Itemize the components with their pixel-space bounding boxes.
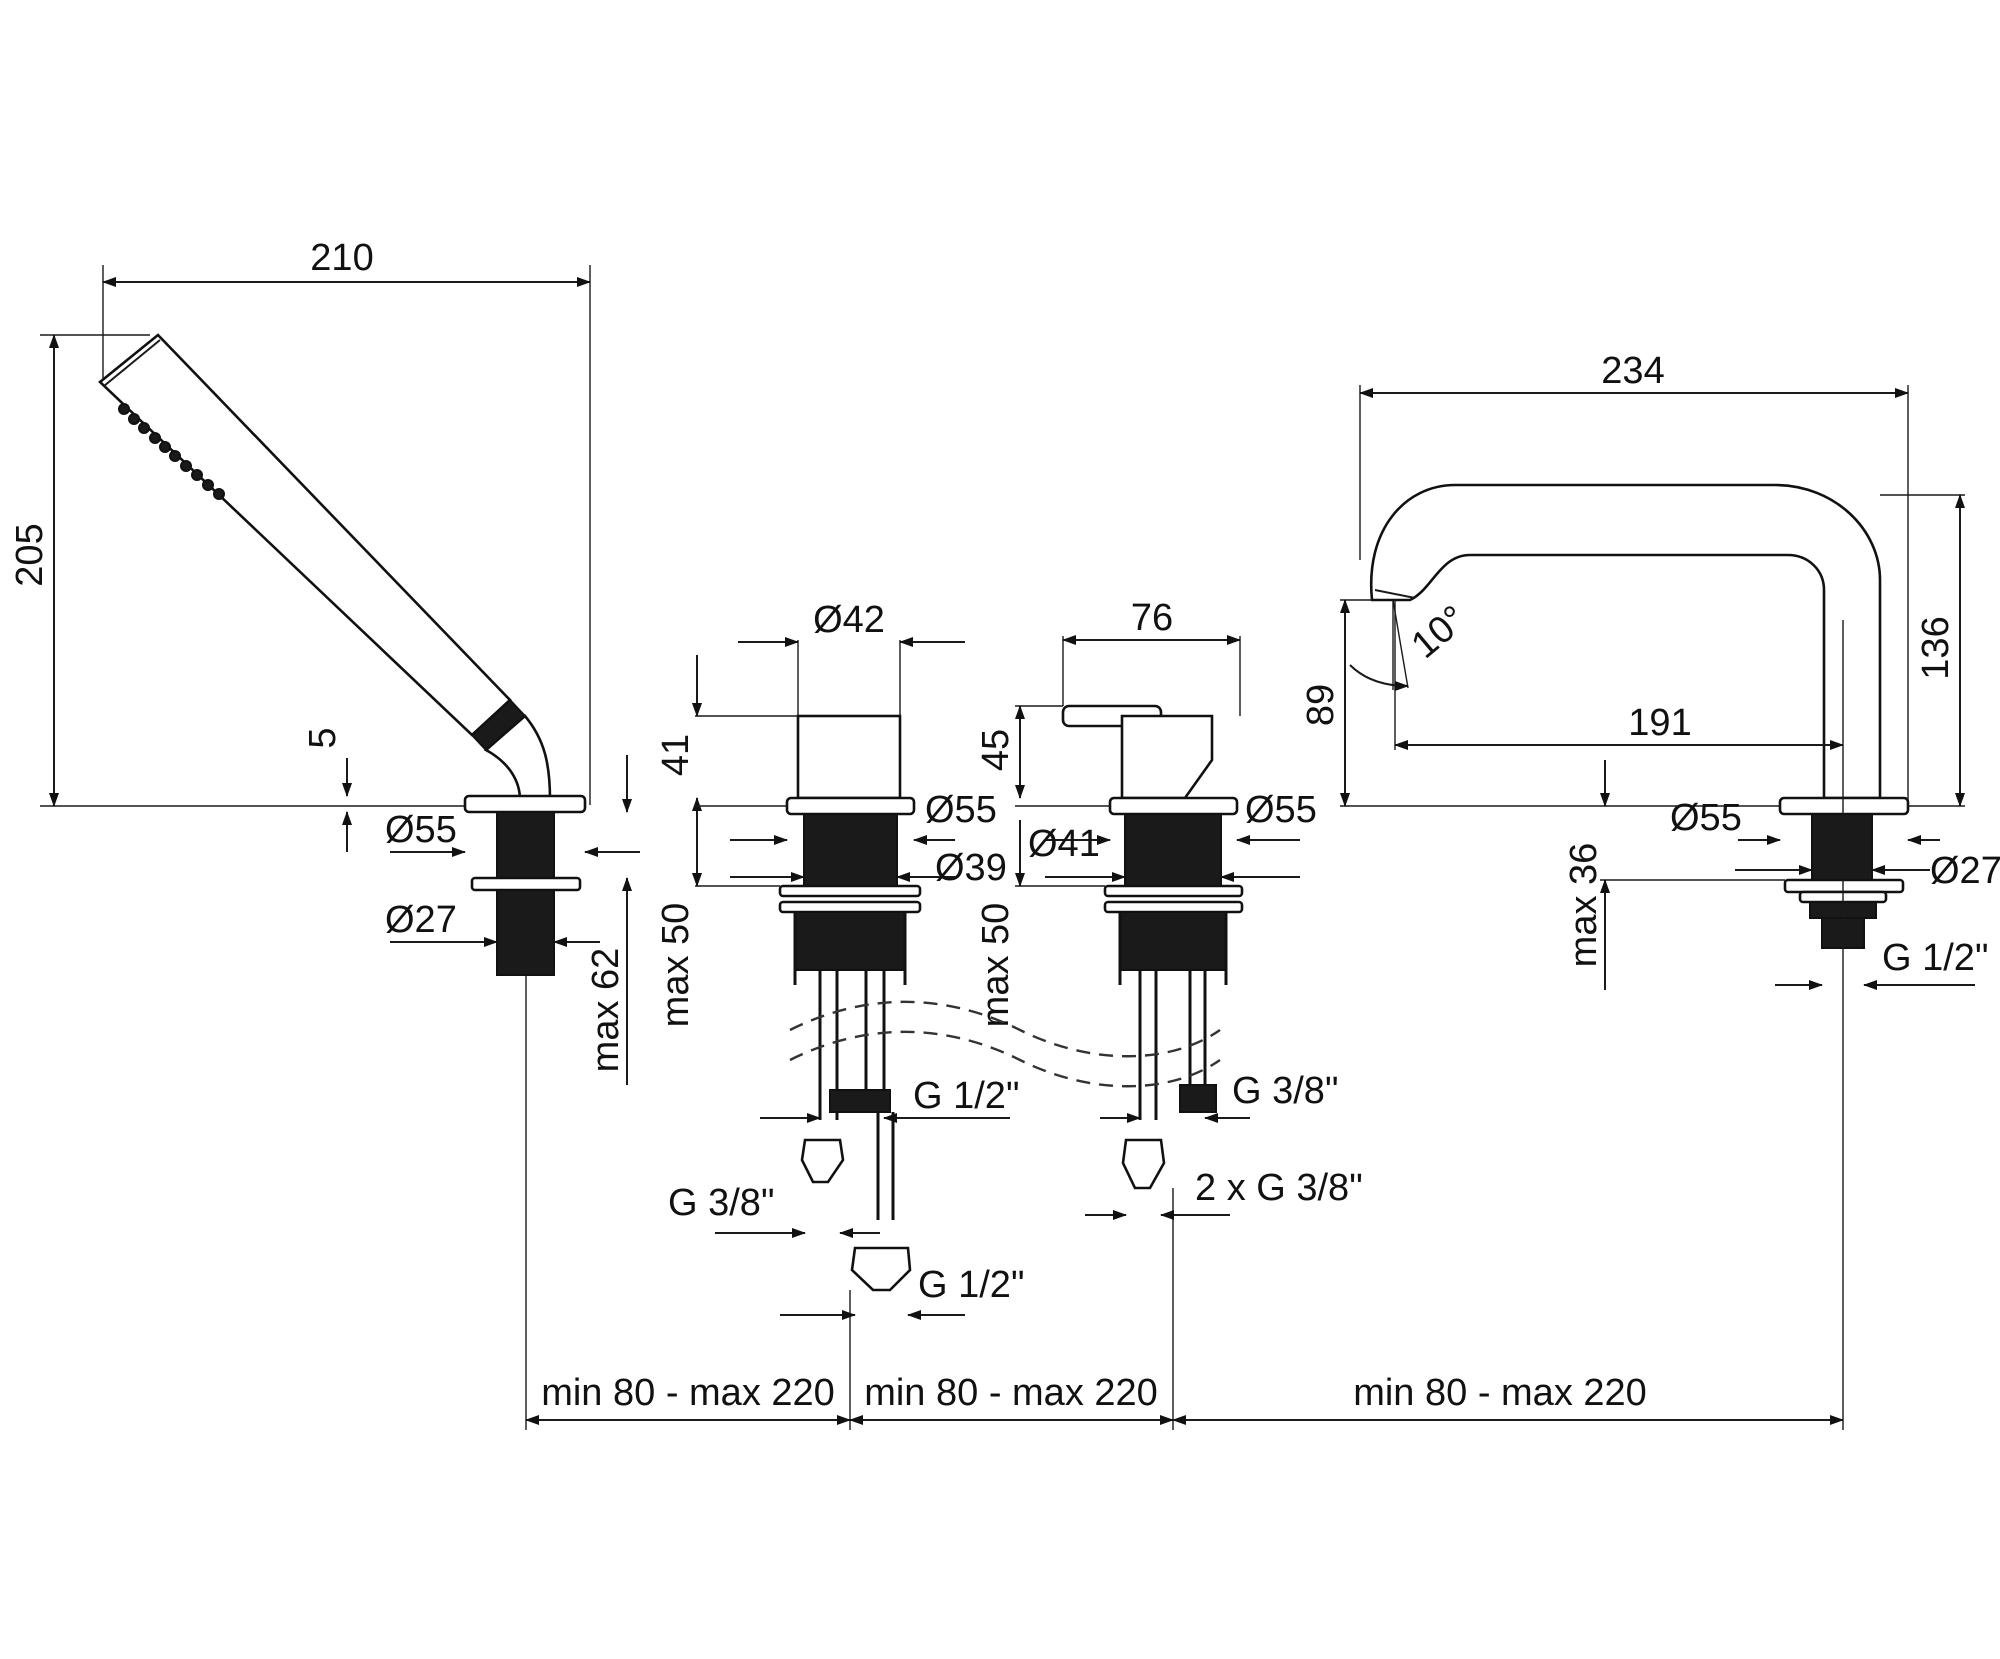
- dim-spout-angle: 10°: [1404, 598, 1475, 667]
- dim-diverter-outlet-thread: G 1/2": [913, 1075, 1019, 1117]
- hand-shower-flange: [463, 794, 587, 814]
- dim-spacing-left: min 80 - max 220: [541, 1372, 835, 1414]
- spout-body: [1369, 483, 1882, 800]
- mixer: 76 45 Ø55 Ø41 max 50 G 3/8" 2 x G 3/8": [975, 597, 1363, 1430]
- dim-spout-body: Ø27: [1930, 850, 2000, 892]
- dim-hand-width: 210: [310, 237, 373, 279]
- diverter-inlet-connector: [800, 1138, 845, 1184]
- dim-mixer-deck: max 50: [975, 903, 1017, 1028]
- mixer-flange: [1108, 796, 1239, 816]
- dim-spout-width: 234: [1601, 350, 1664, 392]
- dim-flange-gap: 5: [302, 727, 344, 748]
- hand-shower: 210 205 5 Ø55 Ø27 max 62: [9, 237, 640, 1430]
- dim-diverter-inlet-thread: G 3/8": [668, 1182, 774, 1224]
- dim-hand-deck: max 62: [585, 948, 627, 1073]
- mixer-body: [1120, 714, 1214, 800]
- hand-shower-body: [496, 889, 555, 976]
- dim-mixer-outlet-thread: G 3/8": [1232, 1070, 1338, 1112]
- spacing-dimensions: min 80 - max 220 min 80 - max 220 min 80…: [525, 1372, 1844, 1425]
- mixer-inlet-connector: [1121, 1138, 1166, 1190]
- spout-flange: [1778, 796, 1910, 816]
- dim-spacing-right: min 80 - max 220: [1353, 1372, 1647, 1414]
- dim-diverter-knob-height: 41: [655, 734, 697, 776]
- dim-spout-thread: G 1/2": [1882, 937, 1988, 979]
- dim-diverter-flange: Ø55: [925, 789, 997, 831]
- dim-spacing-middle: min 80 - max 220: [864, 1372, 1158, 1414]
- dim-spout-reach: 191: [1628, 702, 1691, 744]
- diverter-flange: [785, 796, 916, 816]
- dim-spout-height: 136: [1915, 616, 1957, 679]
- dim-hand-height: 205: [9, 523, 51, 586]
- dim-mixer-inlet-threads: 2 x G 3/8": [1195, 1167, 1363, 1209]
- dim-hand-body: Ø27: [385, 899, 457, 941]
- diverter: Ø42 41 Ø55 Ø39 max 50 G 1/2" G 3/8" G 1/…: [655, 599, 1024, 1430]
- spout: 234 136 191 89 10° Ø55 Ø27 max 36: [1300, 350, 2000, 1430]
- dim-diverter-deck: max 50: [655, 903, 697, 1028]
- dim-mixer-lever-height: 45: [975, 729, 1017, 771]
- dim-diverter-bottom-thread: G 1/2": [918, 1264, 1024, 1306]
- dim-diverter-knob-dia: Ø42: [813, 599, 885, 641]
- diverter-knob: [796, 714, 902, 800]
- dim-mixer-lever-width: 76: [1131, 597, 1173, 639]
- dim-spout-flange: Ø55: [1670, 797, 1742, 839]
- diverter-outlet-connector: [850, 1246, 912, 1292]
- hand-shower-handle: [98, 333, 512, 737]
- dim-spout-outlet-height: 89: [1300, 684, 1342, 726]
- dim-spout-deck: max 36: [1563, 843, 1605, 968]
- spray-nozzles: [118, 403, 225, 500]
- dim-diverter-body: Ø39: [935, 847, 1007, 889]
- dim-mixer-body: Ø41: [1028, 823, 1100, 865]
- dim-hand-flange: Ø55: [385, 809, 457, 851]
- dim-mixer-flange: Ø55: [1245, 789, 1317, 831]
